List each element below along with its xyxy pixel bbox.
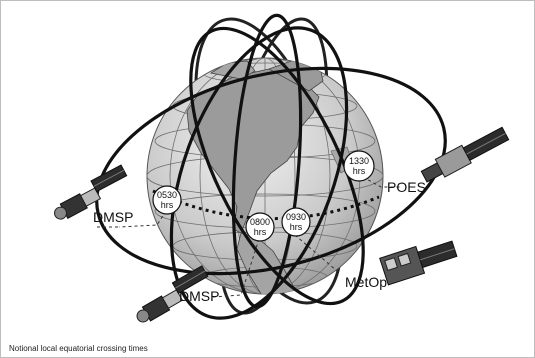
svg-text:DMSP: DMSP — [179, 288, 219, 304]
label-metop: MetOp — [345, 274, 387, 290]
svg-text:0800: 0800 — [250, 217, 270, 227]
svg-text:DMSP: DMSP — [93, 209, 133, 225]
satellite-metop-icon — [379, 240, 458, 286]
label-dmsp-lower: DMSP — [179, 288, 219, 304]
crossing-time-0930: 0930 hrs — [281, 207, 311, 237]
svg-text:MetOp: MetOp — [345, 274, 387, 290]
label-dmsp-upper: DMSP — [93, 209, 133, 228]
svg-text:hrs: hrs — [161, 200, 174, 210]
crossing-time-0530: 0530 hrs — [152, 185, 182, 215]
diagram-caption: Notional local equatorial crossing times — [9, 344, 148, 353]
svg-text:0530: 0530 — [157, 190, 177, 200]
crossing-time-1330: 1330 hrs — [343, 150, 375, 182]
satellite-dmsp-upper-icon — [54, 164, 128, 220]
satellite-poes-icon — [420, 126, 510, 183]
crossing-time-0800: 0800 hrs — [245, 212, 275, 242]
svg-text:hrs: hrs — [353, 166, 366, 176]
svg-text:0930: 0930 — [286, 212, 306, 222]
svg-text:hrs: hrs — [254, 227, 267, 237]
satellite-dmsp-lower-icon — [136, 265, 209, 323]
svg-text:1330: 1330 — [349, 156, 369, 166]
orbit-rings-front — [95, 13, 447, 320]
svg-text:POES: POES — [387, 179, 426, 195]
svg-text:hrs: hrs — [290, 222, 303, 232]
label-poes: POES — [387, 179, 426, 195]
